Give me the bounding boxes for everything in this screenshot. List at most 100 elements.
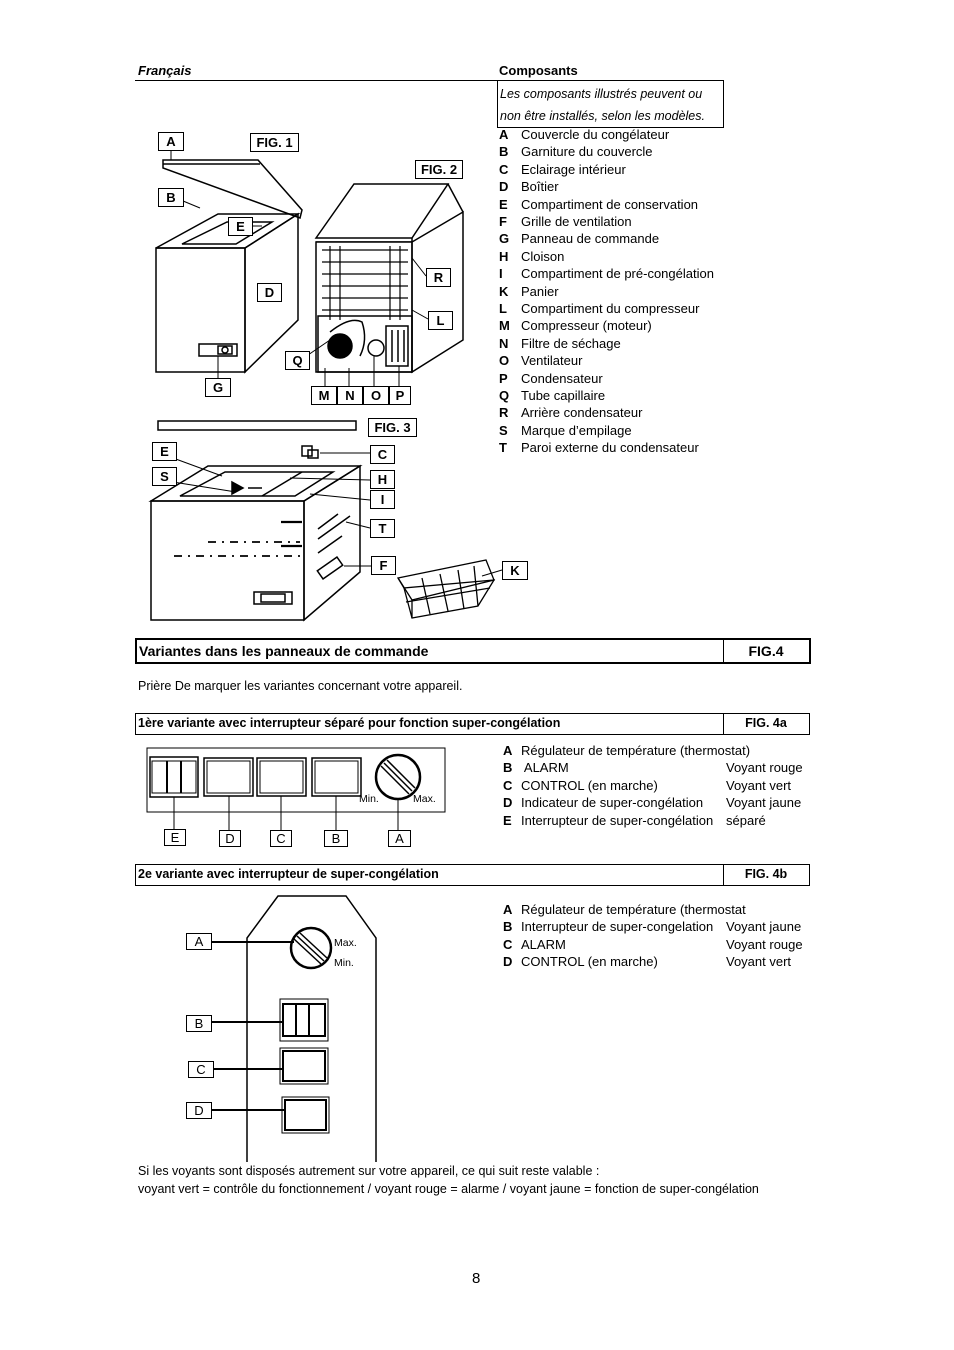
legend-key: A <box>503 902 513 917</box>
component-label: Marque d’empilage <box>521 422 632 438</box>
note-line-2: non être installés, selon les modèles. <box>500 109 705 123</box>
footer-line-2: voyant vert = contrôle du fonctionnement… <box>138 1182 759 1196</box>
legend-row: D Indicateur de super-congélation Voyant j… <box>503 794 808 811</box>
component-key: H <box>499 248 509 264</box>
component-key: E <box>499 196 508 212</box>
legend-label: Régulateur de température (thermostat) <box>521 743 751 758</box>
fig2-title: FIG. 2 <box>415 160 463 179</box>
note-line-1: Les composants illustrés peuvent ou <box>500 87 703 101</box>
legend-label: CONTROL (en marche) <box>521 777 658 793</box>
component-key: G <box>499 231 510 247</box>
component-item: M Compresseur (moteur) <box>499 317 652 334</box>
variant1-fig: FIG. 4a <box>745 716 787 730</box>
legend-label: ALARM <box>521 936 566 952</box>
legend-key: B <box>503 919 513 935</box>
legend-key: C <box>503 777 513 793</box>
legend-key: C <box>503 936 513 952</box>
variant2-header: 2e variante avec interrupteur de super-c… <box>135 864 810 886</box>
component-key: I <box>499 266 503 282</box>
variant1-label-c: C <box>270 830 292 847</box>
fig1-title: FIG. 1 <box>250 133 299 152</box>
legend-indicator: Voyant vert <box>726 777 792 793</box>
component-label: Compartiment du compresseur <box>521 301 700 316</box>
legend-indicator: Voyant rouge <box>726 936 803 952</box>
legend-label: Interrupteur de super-congelation <box>521 919 714 935</box>
component-label: Garniture du couvercle <box>521 144 653 160</box>
fig3-label-c: C <box>370 445 395 464</box>
component-item: L Compartiment du compresseur <box>499 300 699 317</box>
component-key: N <box>499 335 509 351</box>
fig1-label-g: G <box>205 378 231 397</box>
fig3-label-h: H <box>370 470 395 489</box>
fig2-label-m: M <box>311 386 337 405</box>
fig2-label-r: R <box>426 268 451 287</box>
fig3-label-e: E <box>152 442 177 461</box>
component-key: P <box>499 370 508 386</box>
legend-label: Interrupteur de super-congélation <box>521 812 714 828</box>
fig3-title: FIG. 3 <box>368 418 417 437</box>
component-key: T <box>499 440 507 456</box>
component-label: Compresseur (moteur) <box>521 318 652 334</box>
component-item: S Marque d’empilage <box>499 422 632 439</box>
component-label: Cloison <box>521 248 565 264</box>
variant2-title: 2e variante avec interrupteur de super-c… <box>138 867 439 881</box>
component-key: M <box>499 318 510 334</box>
fig2-label-n: N <box>337 386 363 405</box>
variant2-label-d: D <box>186 1102 212 1119</box>
legend-key: B <box>503 760 513 776</box>
legend-indicator: séparé <box>726 812 766 828</box>
component-label: Tube capillaire <box>521 388 606 403</box>
component-label: Arrière condensateur <box>521 405 643 421</box>
variant1-divider <box>723 714 724 734</box>
component-label: Eclairage intérieur <box>521 161 626 177</box>
component-item: R Arrière condensateur <box>499 404 642 421</box>
component-key: L <box>499 301 507 316</box>
legend-row: C ALARM Voyant rouge <box>503 936 808 953</box>
components-title: Composants <box>499 63 578 78</box>
variant1-label-b: B <box>324 830 348 847</box>
component-key: O <box>499 353 510 369</box>
component-label: Couvercle du congélateur <box>521 127 670 142</box>
legend-indicator: Voyant jaune <box>726 795 802 811</box>
legend-label: Indicateur de super-congélation <box>521 795 704 811</box>
variant1-label-e: E <box>164 829 186 846</box>
intro-text: Prière De marquer les variantes concerna… <box>138 679 463 693</box>
language-label: Français <box>138 63 192 78</box>
fig3-label-i: I <box>370 490 395 509</box>
footer-line-1: Si les voyants sont disposés autrement s… <box>138 1164 600 1178</box>
variant1-max-label: Max. <box>413 793 436 805</box>
fig3-label-k: K <box>502 561 528 580</box>
variant1-label-a: A <box>388 830 411 847</box>
component-key: R <box>499 405 509 421</box>
legend-key: D <box>503 795 513 811</box>
component-key: A <box>499 127 509 142</box>
component-key: F <box>499 214 507 229</box>
fig3-label-s: S <box>152 467 177 486</box>
section4-divider <box>723 638 724 664</box>
legend-label: ALARM <box>521 760 569 776</box>
component-label: Paroi externe du condensateur <box>521 440 699 456</box>
legend-key: D <box>503 954 513 970</box>
section4-header: Variantes dans les panneaux de commande … <box>135 638 811 664</box>
component-label: Compartiment de conservation <box>521 196 699 212</box>
component-key: K <box>499 283 509 299</box>
component-key: S <box>499 422 508 438</box>
component-label: Grille de ventilation <box>521 214 632 229</box>
fig2-label-p: P <box>389 386 411 405</box>
fig3-label-t: T <box>370 519 395 538</box>
component-label: Boîtier <box>521 179 559 195</box>
page-number: 8 <box>472 1270 481 1287</box>
section4-fig: FIG.4 <box>748 643 784 659</box>
